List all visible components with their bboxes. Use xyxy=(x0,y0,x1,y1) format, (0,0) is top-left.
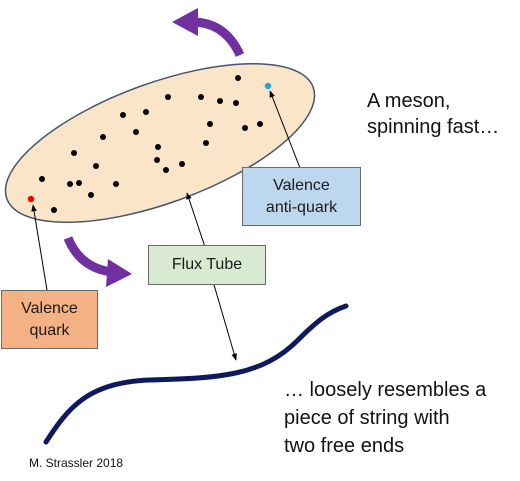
particle-dot xyxy=(235,75,241,81)
particle-dot xyxy=(203,140,209,146)
meson-caption: A meson, spinning fast… xyxy=(367,90,500,138)
particle-dot xyxy=(163,167,169,173)
particle-dot xyxy=(154,157,160,163)
quark-label: Valence quark xyxy=(1,290,98,349)
antiquark-label: Valence anti-quark xyxy=(242,167,361,226)
particle-dot xyxy=(179,161,185,167)
string-caption: … loosely resembles a piece of string wi… xyxy=(284,379,487,457)
valence-antiquark-dot xyxy=(264,82,272,90)
quark-pointer-arrow xyxy=(31,204,48,291)
particle-dot xyxy=(257,121,263,127)
particle-dot xyxy=(165,94,171,100)
particle-dot xyxy=(76,180,82,186)
particle-dot xyxy=(155,144,161,150)
particle-dot xyxy=(51,207,57,213)
particle-dot xyxy=(233,100,239,106)
particle-dot xyxy=(242,125,248,131)
particle-dot xyxy=(39,176,45,182)
particle-dot xyxy=(100,134,106,140)
rotation-arrow-top xyxy=(172,8,245,57)
valence-quark-dot xyxy=(27,195,35,203)
particle-dot xyxy=(217,98,223,104)
particle-dot xyxy=(207,121,213,127)
particle-dot xyxy=(143,109,149,115)
particle-dot xyxy=(133,129,139,135)
author-credit: M. Strassler 2018 xyxy=(29,456,124,470)
particle-dot xyxy=(120,112,126,118)
particle-dot xyxy=(67,181,73,187)
particle-dot xyxy=(71,150,77,156)
flux-tube-label: Flux Tube xyxy=(148,245,266,285)
rotation-arrow-bottom xyxy=(63,236,132,287)
antiquark-pointer-arrow xyxy=(269,90,301,169)
particle-dot xyxy=(113,181,119,187)
flux-tube-particles xyxy=(39,75,263,213)
particle-dot xyxy=(198,94,204,100)
string-curve xyxy=(43,303,349,445)
string-pointer-arrow xyxy=(211,277,237,361)
particle-dot xyxy=(88,192,94,198)
particle-dot xyxy=(93,163,99,169)
